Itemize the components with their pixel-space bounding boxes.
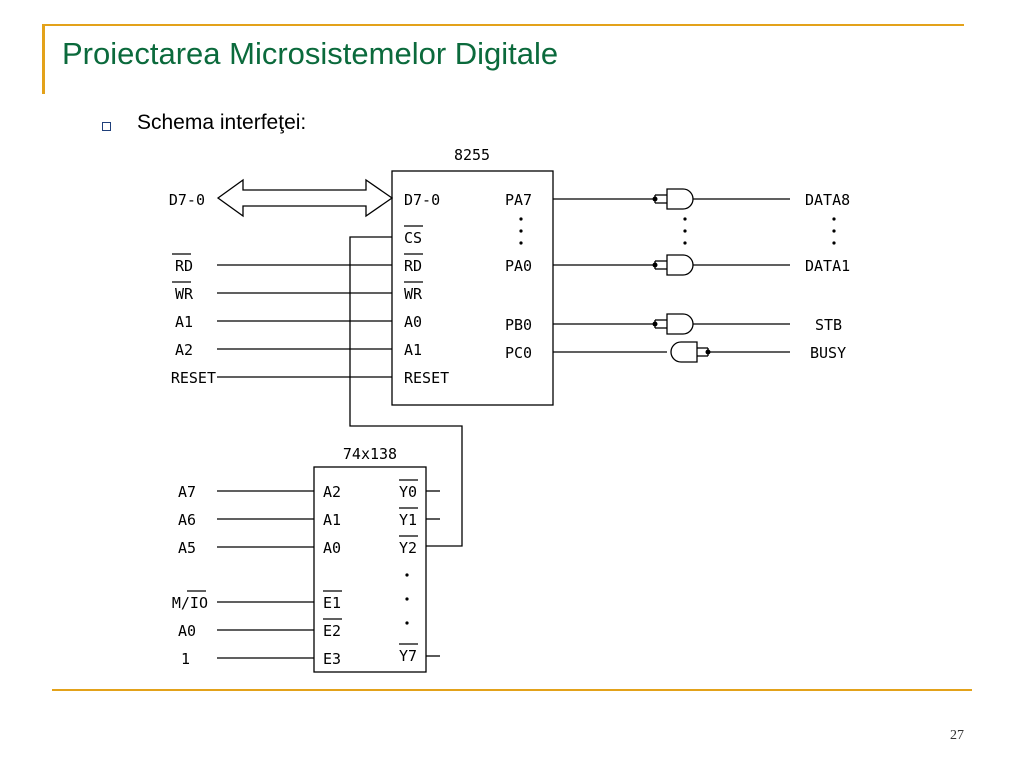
pin-8255-pa0: PA0	[505, 257, 532, 275]
pin-8255-pb0: PB0	[505, 316, 532, 334]
pin-138-e3: E3	[323, 650, 341, 668]
pin-8255-wr: WR	[404, 285, 423, 303]
chip-8255-body	[391, 170, 554, 406]
gate-pc0	[670, 341, 698, 363]
pin-8255-pa7: PA7	[505, 191, 532, 209]
data-bus-arrow	[216, 178, 394, 218]
pin-8255-a0: A0	[404, 313, 422, 331]
signal-a6: A6	[178, 511, 196, 529]
signal-wr: WR	[175, 285, 194, 303]
pin-138-a2: A2	[323, 483, 341, 501]
chip-8255-label: 8255	[454, 146, 490, 164]
signal-a2: A2	[175, 341, 193, 359]
footer-line	[52, 689, 972, 691]
pin-8255-pc0: PC0	[505, 344, 532, 362]
pin-8255-a1: A1	[404, 341, 422, 359]
signal-stb: STB	[815, 316, 842, 334]
frame-top-line	[42, 24, 964, 26]
gate-pa7	[666, 188, 694, 210]
pin-8255-reset: RESET	[404, 369, 449, 387]
signal-one: 1	[181, 650, 190, 668]
pin-138-y2: Y2	[399, 539, 417, 557]
pin-138-y7: Y7	[399, 647, 417, 665]
cs-connection	[349, 236, 463, 547]
slide-title: Proiectarea Microsistemelor Digitale	[62, 36, 559, 71]
bullet-text: Schema interfeţei:	[137, 111, 307, 134]
signal-d70: D7-0	[169, 191, 205, 209]
chip-74x138-body	[313, 466, 427, 673]
signal-rd: RD	[175, 257, 193, 275]
pin-138-e1: E1	[323, 594, 341, 612]
signal-data8: DATA8	[805, 191, 850, 209]
signal-a1: A1	[175, 313, 193, 331]
frame-left-bar	[42, 24, 45, 94]
pin-8255-d70: D7-0	[404, 191, 440, 209]
pin-8255-cs: CS	[404, 229, 422, 247]
pin-138-e2: E2	[323, 622, 341, 640]
signal-data1: DATA1	[805, 257, 850, 275]
signal-busy: BUSY	[810, 344, 846, 362]
signal-mio: M/IO	[172, 594, 208, 612]
pin-138-y1: Y1	[399, 511, 417, 529]
chip-74x138-label: 74x138	[343, 445, 397, 463]
square-bullet-icon	[102, 122, 111, 131]
pin-138-a0: A0	[323, 539, 341, 557]
pin-138-a1: A1	[323, 511, 341, 529]
gate-pa0	[666, 254, 694, 276]
signal-a5: A5	[178, 539, 196, 557]
pin-8255-rd: RD	[404, 257, 422, 275]
signal-reset: RESET	[171, 369, 216, 387]
pin-138-y0: Y0	[399, 483, 417, 501]
gate-pb0	[666, 313, 694, 335]
signal-a0: A0	[178, 622, 196, 640]
signal-a7: A7	[178, 483, 196, 501]
page-number: 27	[950, 728, 964, 743]
